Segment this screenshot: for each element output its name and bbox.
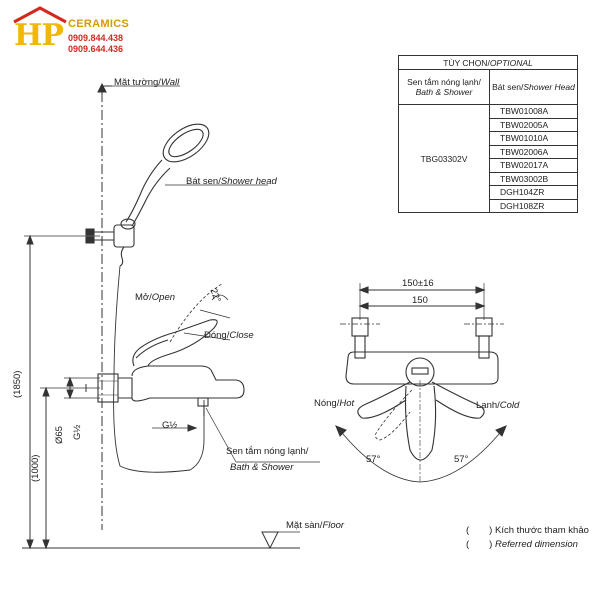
logo-mark: HP: [14, 18, 64, 53]
table-row: TBW01008A: [489, 104, 578, 119]
wall-label: Mặt tường/Wall: [114, 77, 180, 88]
logo-phone-1: 0909.844.438: [68, 33, 124, 43]
close-label: Đóng/Close: [204, 330, 254, 341]
g-half-vertical: G½: [72, 424, 83, 440]
open-label: Mở/Open: [135, 292, 176, 303]
hot-label: Nóng/Hot: [314, 398, 355, 409]
cold-label: Lạnh/Cold: [476, 400, 520, 411]
house-roof-icon: [13, 6, 67, 24]
legend-row-vi: () Kích thước tham khảo: [466, 525, 589, 536]
table-title: TÙY CHỌN/OPTIONAL: [398, 55, 578, 70]
table-row: TBW03002B: [489, 171, 578, 186]
hose: [113, 265, 205, 473]
table-row: TBW02006A: [489, 144, 578, 159]
bath-shower-label-en: Bath & Shower: [230, 462, 294, 473]
g-half-horizontal: G½: [162, 420, 178, 431]
table-col2-header: Bát sen/Shower Head: [489, 69, 578, 105]
shower-head-label: Bát sen/Shower head: [186, 176, 277, 187]
bath-shower-label: Sen tắm nóng lạnh/: [226, 446, 309, 457]
table-row: TBW01010A: [489, 131, 578, 146]
legend-row-en: () Referred dimension: [466, 539, 578, 550]
logo-brand-name: CERAMICS: [68, 18, 130, 30]
table-row: TBW02017A: [489, 158, 578, 173]
optional-table: TÙY CHỌN/OPTIONAL Sen tắm nóng lạnh/Bath…: [398, 55, 578, 213]
shower-head-drawing: [85, 123, 210, 267]
table-row: DGH104ZR: [489, 185, 578, 200]
wall-arrow: [97, 82, 107, 93]
rotation-arc: [337, 427, 505, 483]
dim-150-label: 150: [412, 295, 428, 306]
faucet-side-drawing: [97, 319, 245, 416]
height-1850-label: (1850): [12, 370, 23, 398]
brand-logo: HP CERAMICS 0909.844.438 0909.644.436: [8, 6, 130, 56]
faucet-top-drawing: [340, 283, 504, 461]
table-row: TBW02005A: [489, 117, 578, 132]
table-row: DGH108ZR: [489, 198, 578, 213]
table-model-cell: TBG03302V: [398, 104, 490, 213]
dim-150-16-label: 150±16: [402, 278, 434, 289]
angle-left-label: 57°: [366, 454, 381, 465]
angle-right-label: 57°: [454, 454, 469, 465]
table-col1-header: Sen tắm nóng lạnh/Bath & Shower: [398, 69, 490, 105]
logo-phone-2: 0909.644.436: [68, 44, 124, 54]
floor-label: Mặt sàn/Floor: [286, 520, 345, 531]
height-1000-label: (1000): [30, 454, 41, 482]
diameter-65-label: Ø65: [54, 426, 65, 444]
